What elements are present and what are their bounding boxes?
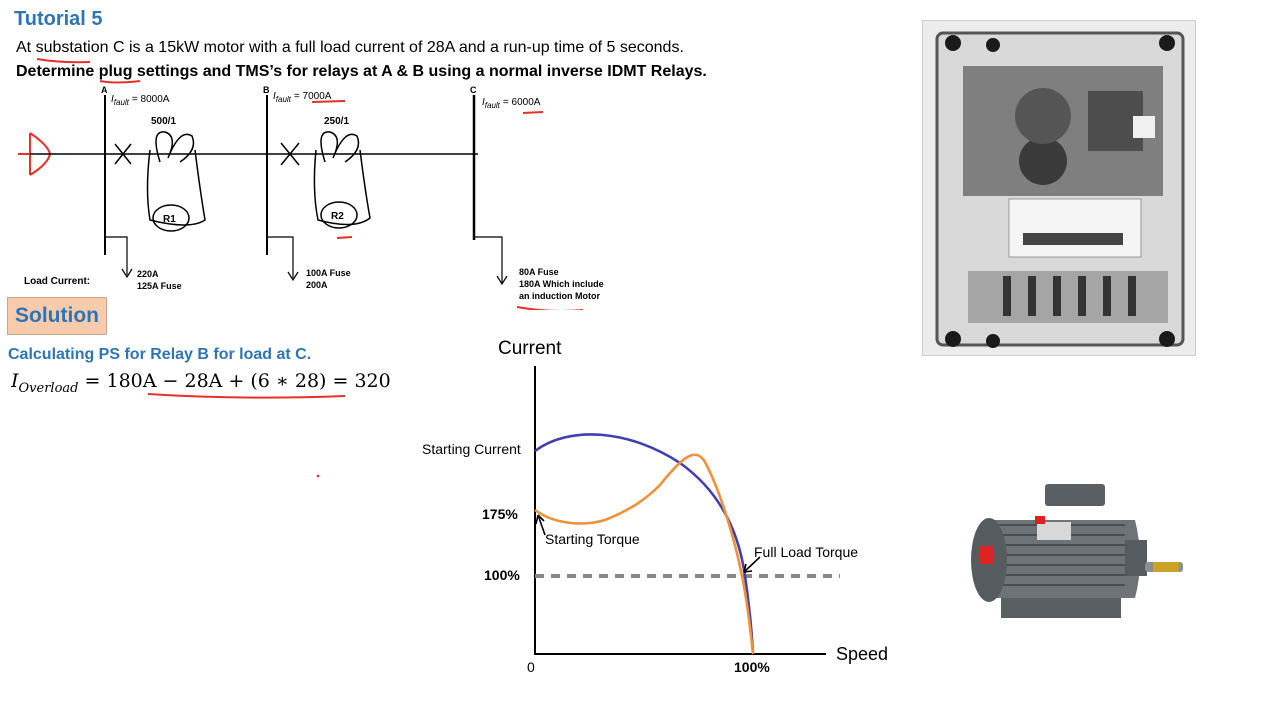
- relay-r2-label: R2: [331, 211, 344, 222]
- chart-y-axis-label: Current: [498, 338, 562, 359]
- equation-underline: [147, 393, 346, 399]
- load-c-line2: 180A Which include: [519, 279, 604, 289]
- pct-175-label: 175%: [482, 506, 518, 522]
- circuit-breaker-a: [114, 143, 132, 165]
- chart-x-100-label: 100%: [734, 659, 770, 675]
- motor-speed-chart: Current Speed 0 100% Starting Current 17…: [422, 338, 888, 675]
- induction-motor-photo: [971, 484, 1183, 618]
- fault-level-c: Ifault= 6000A: [482, 97, 541, 110]
- full-load-torque-arrow: [743, 556, 761, 573]
- slide-title: Tutorial 5: [14, 8, 103, 30]
- equation-rhs: = 180A − 28A + (6 ∗ 28) = 320: [84, 370, 391, 392]
- load-b-line2: 200A: [306, 280, 328, 290]
- equation-lhs: IOverload: [11, 370, 79, 392]
- ct-ratio-b: 250/1: [324, 116, 349, 127]
- solution-box: Solution: [7, 297, 107, 335]
- problem-task: Determine plug settings and TMS’s for re…: [16, 63, 707, 80]
- ct-ratio-a: 500/1: [151, 116, 176, 127]
- relay-r1-circle: [152, 204, 190, 232]
- chart-x-axis-label: Speed: [836, 644, 888, 664]
- fault-level-b: Ifault= 7000A: [273, 91, 332, 104]
- problem-statement: At substation C is a 15kW motor with a f…: [16, 39, 684, 56]
- ct-sketch-a: [146, 131, 206, 226]
- full-load-torque-label: Full Load Torque: [754, 544, 858, 560]
- bus-label-c: C: [470, 85, 477, 95]
- bus-label-b: B: [263, 85, 270, 95]
- overload-equation: IOverload = 180A − 28A + (6 ∗ 28) = 320: [11, 370, 419, 392]
- header-annotations: [36, 58, 141, 84]
- relay-r1-label: R1: [163, 214, 176, 225]
- load-b-line1: 100A Fuse: [306, 268, 351, 278]
- current-curve: [534, 433, 755, 655]
- load-c-line3: an induction Motor: [519, 291, 600, 301]
- load-current-label: Load Current:: [24, 276, 90, 287]
- circuit-breaker-b: [280, 142, 300, 166]
- load-a-line1: 220A: [137, 269, 159, 279]
- chart-origin-label: 0: [527, 659, 535, 675]
- fault-level-a: Ifault= 8000A: [111, 94, 170, 107]
- pct-100-label: 100%: [484, 567, 520, 583]
- network-diagram: A B C Ifault= 8000A Ifault= 7000A Ifault…: [18, 85, 604, 310]
- bus-label-a: A: [101, 85, 108, 95]
- idmt-relay-photo: [922, 20, 1196, 356]
- starting-current-label: Starting Current: [422, 441, 521, 457]
- load-a-line2: 125A Fuse: [137, 281, 182, 291]
- relay-r2-circle: [320, 201, 358, 229]
- torque-curve: [534, 453, 755, 655]
- calculation-heading: Calculating PS for Relay B for load at C…: [8, 346, 312, 363]
- starting-torque-label: Starting Torque: [545, 531, 640, 547]
- starting-torque-arrow: [535, 514, 546, 536]
- load-c-line1: 80A Fuse: [519, 267, 559, 277]
- ct-sketch-b: [313, 131, 371, 226]
- red-dot: [316, 474, 320, 478]
